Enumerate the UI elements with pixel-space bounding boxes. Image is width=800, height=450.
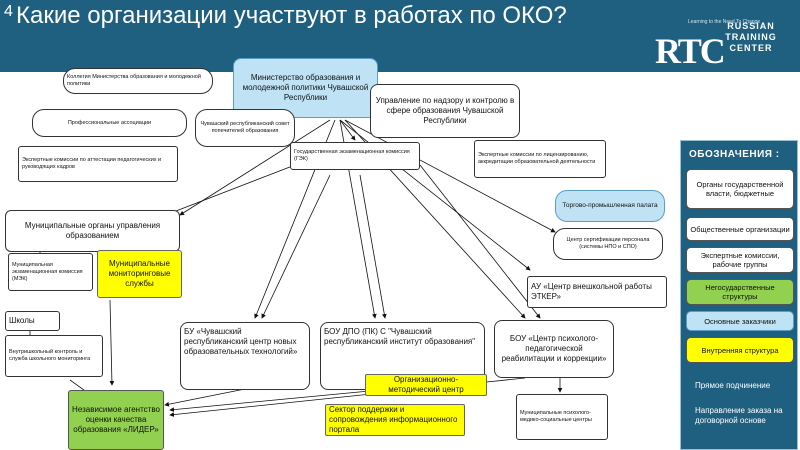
org-method-box: Организационно-методический центр	[365, 374, 487, 396]
gek-box: Государственная экзаменационная комиссия…	[290, 142, 420, 170]
council-box: Чувашский республиканский совет попечите…	[195, 109, 295, 147]
municipal-pmss-box: Муниципальные психолого-медико-социальны…	[516, 394, 608, 440]
slide-title: Какие организации участвуют в работах по…	[16, 2, 567, 29]
legend-public: Общественные организации	[686, 217, 794, 241]
ministry-box: Министерство образования и молодежной по…	[233, 58, 378, 118]
arrow-gek-to-rcnot	[261, 174, 331, 319]
arrow-rcnot-to-agency	[164, 387, 251, 407]
legend-customers: Основные заказчики	[686, 311, 794, 331]
legend-non-state: Негосударственные структуры	[686, 279, 794, 305]
legend-panel: ОБОЗНАЧЕНИЯ : Органы государственной вла…	[680, 140, 798, 450]
certification-box: Центр сертификации персонала (системы НП…	[553, 228, 663, 260]
legend-order: Направление заказа на договорной основе	[695, 406, 783, 425]
arrow-to-certification	[344, 119, 556, 233]
legend-expert: Экспертные комиссии, рабочие группы	[686, 247, 794, 273]
collegium-box: Коллегия Министерства образования и моло…	[63, 68, 213, 94]
arrow-gek-to-chrio	[359, 174, 387, 319]
arrow-to-municipal	[179, 119, 331, 216]
header-bar: 4 Какие организации участвуют в работах …	[0, 0, 800, 72]
sector-box: Сектор поддержки и сопровождения информа…	[325, 404, 465, 436]
logo-line-1: RUSSIAN	[727, 21, 775, 31]
arrow-to-gek	[339, 119, 356, 141]
logo-line-2: TRAINING	[725, 32, 777, 42]
legend-internal: Внутренняя структура	[686, 337, 794, 363]
logo-mark: RTC	[655, 31, 726, 71]
prof-assoc-box: Профессиональные ассоциации	[32, 109, 187, 137]
legend-direct: Прямое подчинение	[695, 381, 771, 390]
agency-box: Независимое агентство оценки качества об…	[68, 390, 164, 450]
chamber-box: Торгово-промышленная палата	[555, 190, 665, 222]
slide-number: 4	[4, 3, 13, 20]
licensing-box: Экспертные комиссии по лицензированию, а…	[474, 140, 606, 178]
ekter-box: АУ «Центр внешкольной работы ЭТКЕР»	[527, 276, 667, 308]
rtc-logo: Learning to the Need To Change RTC RUSSI…	[655, 19, 795, 72]
municipal-box: Муниципальные органы управления образова…	[5, 210, 180, 252]
internal-control-box: Внутришкольный контроль и служба школьно…	[5, 335, 103, 377]
arrow-gek-to-psych	[419, 164, 541, 319]
psych-box: БОУ «Центр психолого-педагогической реаб…	[494, 320, 614, 378]
arrow-chrio-to-agency	[169, 389, 381, 413]
mek-box: Муниципальная экзаменационная комиссия (…	[8, 253, 93, 291]
monitoring-box: Муниципальные мониторинговые службы	[97, 250, 182, 298]
schools-box: Школы	[5, 311, 60, 331]
legend-title: ОБОЗНАЧЕНИЯ :	[689, 149, 780, 160]
attest-commissions-box: Экспертные комиссии по аттестации педаго…	[18, 146, 178, 182]
legend-gov: Органы государственной власти, бюджетные	[686, 169, 794, 209]
logo-line-3: CENTER	[729, 43, 773, 53]
logo-tagline: Learning to the Need To Change	[688, 19, 761, 25]
arrow-to-agency	[109, 299, 115, 386]
supervision-box: Управление по надзору и контролю в сфере…	[370, 84, 520, 138]
rcnot-box: БУ «Чувашский республиканский центр новы…	[180, 322, 310, 390]
